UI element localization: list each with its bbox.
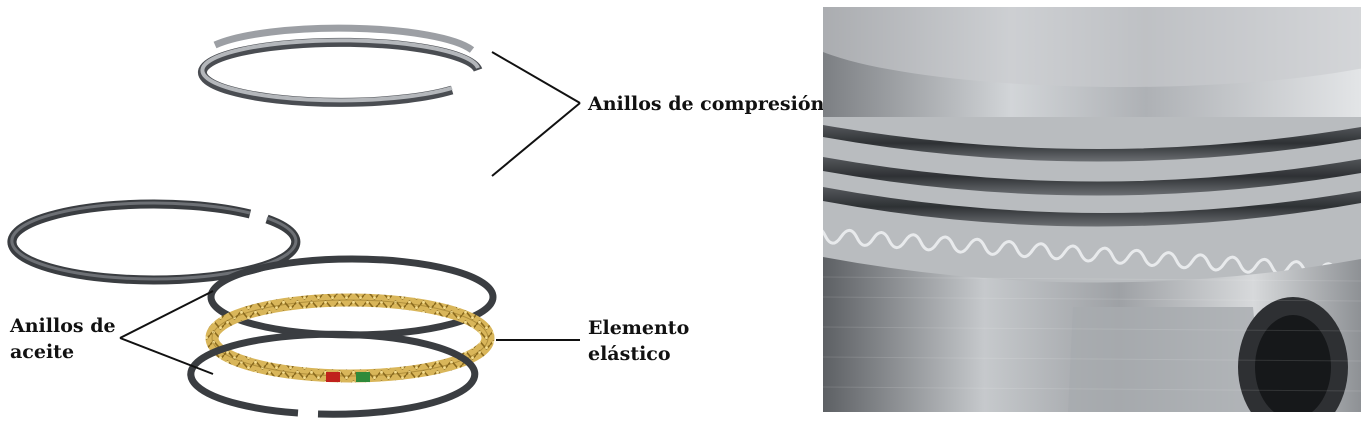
leader-lines-compression — [491, 51, 581, 177]
elastic-expander — [205, 293, 495, 383]
compression-ring-top — [197, 24, 483, 107]
compression-ring-second — [7, 199, 301, 285]
green-marker — [356, 372, 370, 382]
label-compression-rings-text: Anillos de compresión — [588, 93, 825, 115]
label-oil-rings-line2: aceite — [10, 340, 75, 363]
oil-ring-lower-rail — [187, 330, 479, 418]
red-marker — [326, 372, 340, 382]
leader-lines-oil — [119, 290, 214, 375]
piston-photo-illustration — [823, 7, 1361, 412]
label-oil-rings: Anillos de aceite — [10, 314, 116, 365]
label-compression-rings: Anillos de compresión — [588, 92, 824, 118]
piston-photo — [823, 7, 1361, 412]
rings-exploded-diagram — [7, 24, 581, 418]
label-elastic-element: Elemento elástico — [588, 316, 689, 367]
label-oil-rings-line1: Anillos de — [10, 315, 116, 337]
label-elastic-element-line2: elástico — [588, 342, 671, 365]
label-elastic-element-line1: Elemento — [588, 317, 690, 339]
